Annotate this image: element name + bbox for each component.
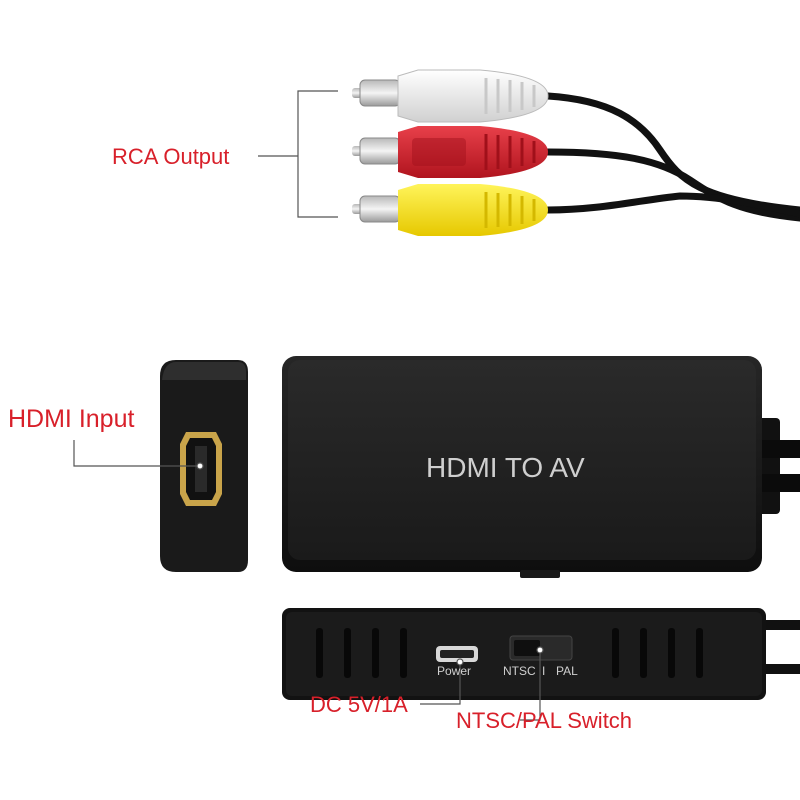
switch-caption-label: NTSC/PAL Switch (456, 708, 633, 733)
rca-output-label: RCA Output (112, 144, 230, 169)
dc-spec-label: DC 5V/1A (310, 692, 408, 717)
vent-slots-right (612, 628, 703, 678)
rca-plug-yellow (352, 184, 548, 236)
rca-bracket (258, 90, 338, 218)
power-port-label: Power (437, 664, 472, 678)
rca-plug-white (352, 69, 549, 123)
hdmi-input-leader (73, 440, 204, 470)
converter-front-panel (282, 608, 800, 700)
rca-cables (544, 92, 800, 222)
rca-plug-red (352, 126, 548, 178)
vent-slots-left (316, 628, 407, 678)
device-name-label: HDMI TO AV (426, 452, 585, 483)
power-port-icon (436, 646, 478, 662)
switch-pal-label: PAL (556, 664, 578, 678)
converter-box (282, 356, 800, 578)
hdmi-input-label: HDMI Input (8, 405, 135, 433)
switch-divider-label: I (542, 664, 546, 678)
bottom-leaders (420, 646, 544, 721)
switch-ntsc-label: NTSC (503, 664, 536, 678)
